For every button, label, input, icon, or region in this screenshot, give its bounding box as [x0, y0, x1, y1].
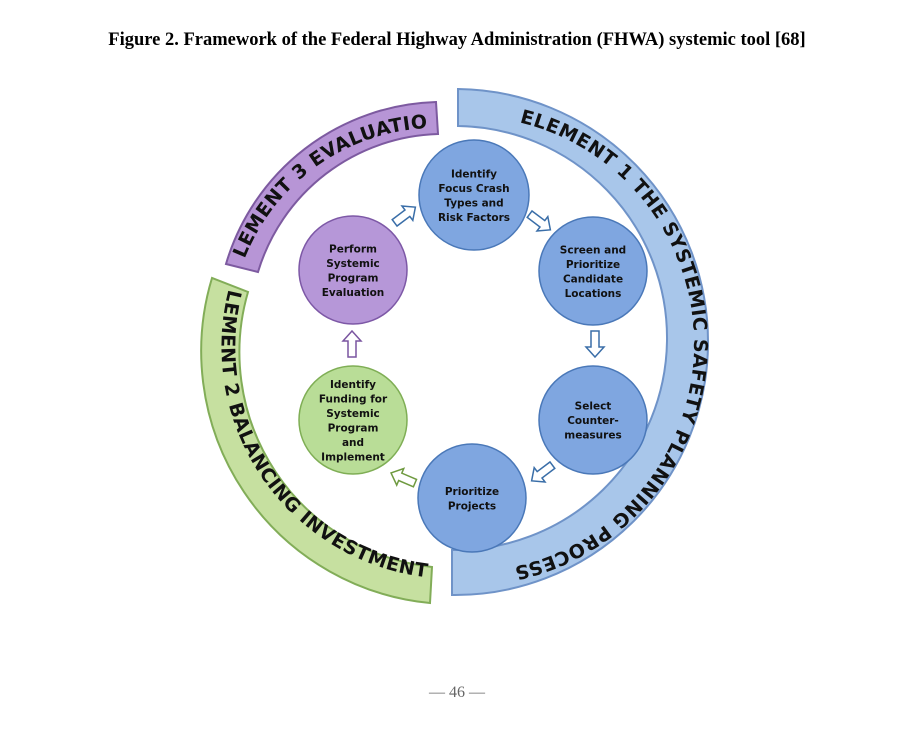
- arrow-funding-to-perform: [341, 329, 363, 358]
- screen-label-line: Prioritize: [566, 259, 620, 271]
- screen-label-line: Candidate: [563, 273, 623, 285]
- identify-circle: [418, 139, 530, 251]
- arrow-identify-to-screen: [526, 209, 552, 232]
- element3-band: [224, 100, 440, 274]
- funding-circle: [298, 365, 408, 475]
- prioritize-circle: [417, 443, 527, 553]
- perform-label-line: Systemic: [326, 258, 380, 270]
- prioritize-label-line: Projects: [448, 500, 496, 512]
- select-label-line: Counter-: [567, 415, 619, 427]
- arrow-perform-to-identify: [391, 205, 417, 228]
- identify-label-line: Risk Factors: [438, 212, 510, 224]
- perform-label-line: Evaluation: [322, 287, 385, 299]
- identify-label-line: Types and: [444, 197, 503, 209]
- funding-label-line: Identify: [330, 379, 376, 391]
- select-label-line: measures: [564, 430, 621, 442]
- funding-label-line: Implement: [321, 451, 385, 463]
- funding-label-line: Systemic: [326, 408, 380, 420]
- identify-label-line: Identify: [451, 168, 497, 180]
- arrow-select-to-prioritize: [530, 460, 556, 483]
- screen-circle: [538, 216, 648, 326]
- arrow-screen-to-select: [584, 330, 606, 359]
- element1-band: [451, 87, 709, 597]
- arrow-prioritize-to-funding: [390, 467, 418, 488]
- perform-label-line: Perform: [329, 243, 377, 255]
- figure-title: Figure 2. Framework of the Federal Highw…: [108, 30, 806, 50]
- screen-label-line: Screen and: [560, 244, 626, 256]
- select-circle: [538, 365, 648, 475]
- page-number: — 46 —: [429, 684, 485, 701]
- perform-circle: [298, 215, 408, 325]
- funding-label-line: Funding for: [319, 393, 388, 405]
- select-label-line: Select: [575, 401, 612, 413]
- funding-label-line: and: [342, 437, 364, 449]
- perform-label-line: Program: [328, 272, 379, 284]
- screen-label-line: Locations: [565, 288, 622, 300]
- prioritize-label-line: Prioritize: [445, 486, 499, 498]
- funding-label-line: Program: [328, 422, 379, 434]
- identify-label-line: Focus Crash: [438, 183, 509, 195]
- element2-band: [200, 276, 434, 605]
